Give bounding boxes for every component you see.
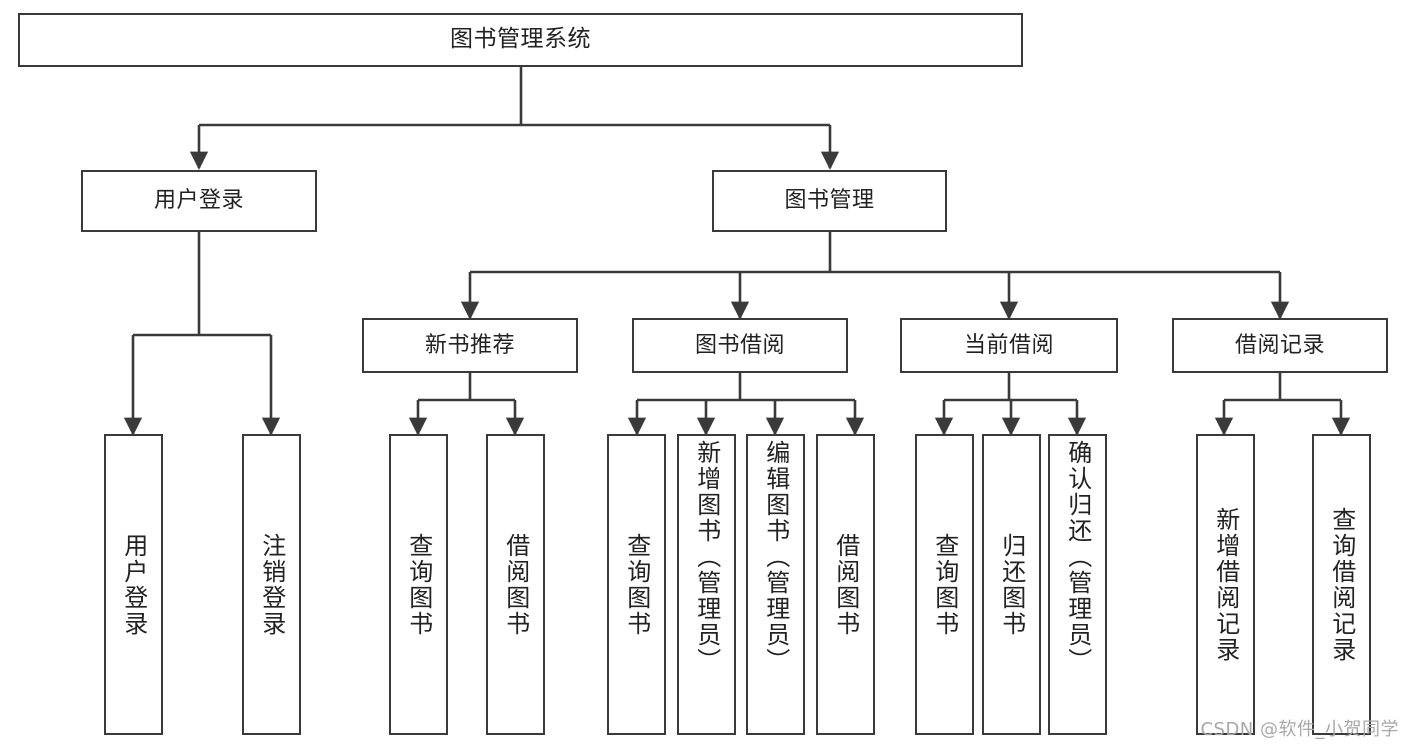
node-label: 确认归还（管理员） <box>1063 440 1092 674</box>
leaf-query-book-borrow[interactable]: 查询图书 <box>607 434 666 735</box>
leaf-add-book[interactable]: 新增图书（管理员） <box>677 434 736 735</box>
node-new-book-recommend[interactable]: 新书推荐 <box>362 318 578 373</box>
node-label: 查询借阅记录 <box>1327 506 1356 663</box>
node-label: 图书借阅 <box>694 332 785 358</box>
node-label: 图书管理系统 <box>450 26 591 53</box>
node-label: 当前借阅 <box>963 332 1054 358</box>
node-label: 新增图书（管理员） <box>692 440 721 674</box>
leaf-query-book-recommend[interactable]: 查询图书 <box>389 434 448 735</box>
leaf-query-borrow-record[interactable]: 查询借阅记录 <box>1312 434 1371 735</box>
node-book-management[interactable]: 图书管理 <box>712 170 947 232</box>
node-borrow-record[interactable]: 借阅记录 <box>1172 318 1388 373</box>
node-label: 新书推荐 <box>424 332 515 358</box>
node-label: 查询图书 <box>930 532 959 637</box>
node-user-login[interactable]: 用户登录 <box>81 170 317 232</box>
node-label: 图书管理 <box>784 188 875 214</box>
node-label: 借阅图书 <box>501 532 530 637</box>
leaf-edit-book[interactable]: 编辑图书（管理员） <box>746 434 805 735</box>
watermark-text: CSDN @软件_小贺同学 <box>1200 719 1399 740</box>
node-label: 查询图书 <box>404 532 433 637</box>
node-label: 借阅图书 <box>831 532 860 637</box>
node-label: 用户登录 <box>153 188 244 214</box>
node-label: 用户登录 <box>119 532 148 637</box>
leaf-return-book[interactable]: 归还图书 <box>982 434 1041 735</box>
node-label: 编辑图书（管理员） <box>761 440 790 674</box>
node-current-borrow[interactable]: 当前借阅 <box>900 318 1118 373</box>
leaf-borrow-book-borrow[interactable]: 借阅图书 <box>816 434 875 735</box>
node-label: 查询图书 <box>622 532 651 637</box>
node-book-borrow[interactable]: 图书借阅 <box>632 318 848 373</box>
leaf-confirm-return[interactable]: 确认归还（管理员） <box>1048 434 1107 735</box>
leaf-logout-login[interactable]: 注销登录 <box>242 434 301 735</box>
node-label: 归还图书 <box>997 532 1026 637</box>
node-label: 注销登录 <box>257 532 286 637</box>
leaf-user-login[interactable]: 用户登录 <box>104 434 163 735</box>
leaf-query-book-current[interactable]: 查询图书 <box>915 434 974 735</box>
node-root-system[interactable]: 图书管理系统 <box>18 13 1023 67</box>
leaf-add-borrow-record[interactable]: 新增借阅记录 <box>1196 434 1255 735</box>
node-label: 新增借阅记录 <box>1211 506 1240 663</box>
leaf-borrow-book-recommend[interactable]: 借阅图书 <box>486 434 545 735</box>
node-label: 借阅记录 <box>1234 332 1325 358</box>
